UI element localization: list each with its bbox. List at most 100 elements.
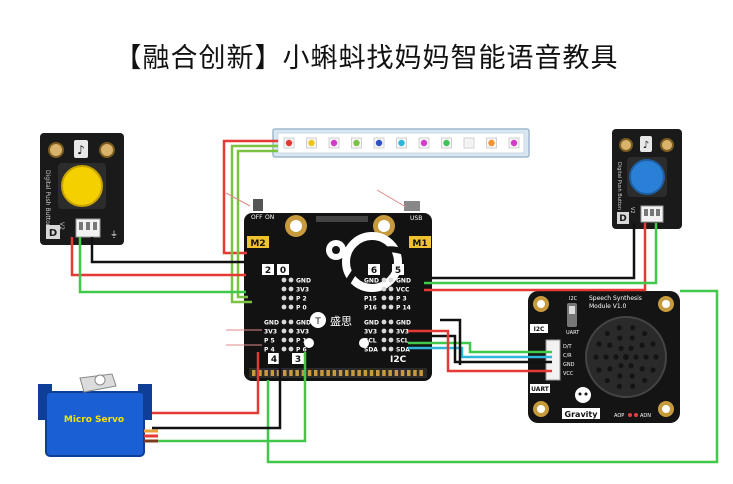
speech-name-line1: Speech Synthesis <box>589 295 642 302</box>
pin <box>381 319 387 325</box>
pin <box>381 295 387 301</box>
speech-pin-dt: D/T <box>563 344 573 350</box>
pin-ext-label: SCL <box>396 338 409 345</box>
pin-ext-label: 3V3 <box>264 329 277 336</box>
pin <box>281 337 287 343</box>
speech-switch-i2c: I2C <box>569 296 578 302</box>
pin-header-left-top: GND 3V3 P 2 P 0 <box>281 277 311 312</box>
speech-name-line2: Module V1.0 <box>589 303 627 310</box>
blue-button-cap[interactable] <box>629 159 665 195</box>
speech-aop-label: AOP <box>614 413 624 419</box>
board-brand: 盛思 <box>330 314 352 328</box>
port-4-label: 4 <box>271 355 277 365</box>
usb-label: USB <box>410 215 422 222</box>
motor-m2-label: M2 <box>250 239 265 249</box>
port-5-label: 5 <box>395 266 401 276</box>
switch-on-label: ON <box>265 214 274 221</box>
micro-servo: Micro Servo <box>38 373 152 457</box>
speech-pin-cr: C/R <box>563 353 572 359</box>
pin-ext-label: SDA <box>396 347 410 354</box>
pin <box>381 304 387 310</box>
pin <box>381 328 387 334</box>
led-dot <box>285 139 293 147</box>
pin <box>281 295 287 301</box>
pin-label: 3V3 <box>296 287 309 294</box>
pin <box>381 346 387 352</box>
led-pixels <box>283 137 520 149</box>
pin <box>288 346 294 352</box>
pin-label: GND <box>296 320 311 327</box>
pin <box>388 304 394 310</box>
pin-label: 3V3 <box>364 329 377 336</box>
pin-label: P 1 <box>296 338 307 345</box>
motor-m1-label: M1 <box>412 239 427 249</box>
pin <box>281 277 287 283</box>
port-2-label: 2 <box>265 266 271 276</box>
speech-adn-label: ADN <box>640 413 651 419</box>
pin <box>288 328 294 334</box>
pin <box>281 328 287 334</box>
pin-label: P 0 <box>296 305 307 312</box>
pin <box>388 346 394 352</box>
pin <box>388 319 394 325</box>
svg-text:⏚: ⏚ <box>110 230 118 239</box>
pin-ext-label: GND <box>396 320 411 327</box>
left-button-logo: D <box>49 228 57 239</box>
svg-text:♪: ♪ <box>77 143 85 157</box>
pin-ext-label: P 4 <box>264 347 275 354</box>
left-button-version: V2 <box>58 222 65 230</box>
pin-label: GND <box>396 278 411 285</box>
led-dot <box>353 139 360 147</box>
led-dot <box>308 139 315 147</box>
port-3-label: 3 <box>295 355 301 365</box>
right-push-button-module: ♪ Digital Push Button V2 D <box>612 129 682 229</box>
pin <box>388 328 394 334</box>
gravity-brand: Gravity <box>565 410 599 419</box>
pin <box>288 319 294 325</box>
pin <box>388 337 394 343</box>
led-dot <box>420 139 428 147</box>
led-dot <box>375 139 383 147</box>
pin <box>388 277 394 283</box>
pin <box>281 304 287 310</box>
speech-uart-tag: UART <box>531 386 550 393</box>
led-dot <box>465 139 473 147</box>
pin-label: GND <box>296 278 311 285</box>
speech-synthesis-module: Speech Synthesis Module V1.0 I2C UART I2… <box>528 291 680 423</box>
pin-ext-label: 3V3 <box>396 329 409 336</box>
pin <box>281 319 287 325</box>
led-dot <box>398 139 405 147</box>
brand-logo-icon <box>310 312 326 328</box>
pin-label: P 6 <box>296 347 307 354</box>
music-icon <box>640 136 652 152</box>
pin-label: GND <box>364 320 379 327</box>
pin-ext-label: GND <box>264 320 279 327</box>
pin <box>288 277 294 283</box>
pin-ext-label: P15 <box>364 296 377 303</box>
speech-pin-gnd: GND <box>563 362 575 368</box>
led-dot <box>443 139 450 147</box>
led-dot <box>510 139 518 147</box>
pin-label: SCL <box>364 338 377 345</box>
yellow-button-cap[interactable] <box>61 165 103 207</box>
pin-label: P 3 <box>396 296 407 303</box>
wires <box>70 139 719 464</box>
speech-i2c-tag: I2C <box>534 326 545 333</box>
pin <box>381 286 387 292</box>
led-dot <box>488 139 495 147</box>
pin-ext-label: P16 <box>364 305 377 312</box>
pin-label: P 2 <box>296 296 307 303</box>
switch-off-label: OFF <box>251 214 263 221</box>
led-strip <box>272 128 530 158</box>
pin <box>281 286 287 292</box>
right-button-brand: Digital Push Button <box>616 162 622 210</box>
pin-ext-label: GND <box>364 278 379 285</box>
pin <box>288 304 294 310</box>
right-button-logo: D <box>619 214 626 224</box>
svg-text:♪: ♪ <box>643 140 649 151</box>
led-dot <box>330 139 338 147</box>
